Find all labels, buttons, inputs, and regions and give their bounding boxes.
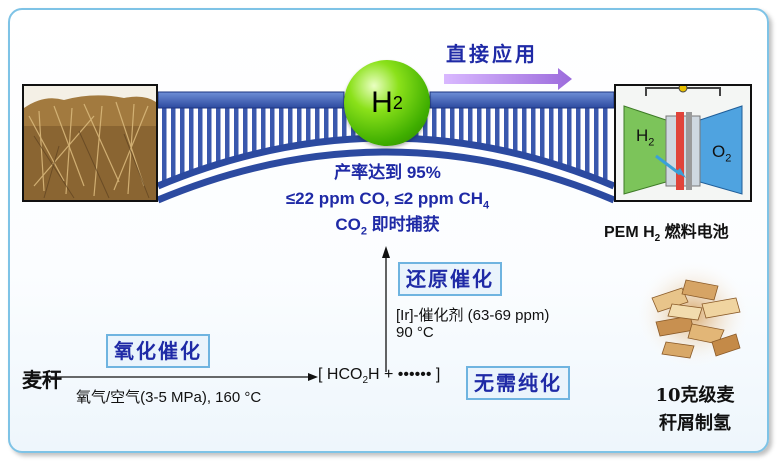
co2-capture-text: CO2 即时捕获 xyxy=(335,215,440,238)
bridge-slat xyxy=(243,106,248,186)
fuel-cell-label: PEM H2 燃料电池 xyxy=(604,224,729,245)
yield-text: 产率达到 95% xyxy=(334,163,441,182)
direct-use-label: 直接应用 xyxy=(446,42,538,66)
scale-text: 10克级麦 秆屑制氢 xyxy=(655,385,735,434)
bridge-slat xyxy=(504,106,509,186)
wood-chips-photo xyxy=(635,260,751,368)
reduction-catalysis-box: 还原催化 xyxy=(398,262,502,296)
bridge-slat xyxy=(261,106,266,186)
bridge-slat xyxy=(585,106,590,186)
fuel-cell-photo xyxy=(614,84,752,202)
bridge-slat xyxy=(540,106,545,186)
bridge-slat xyxy=(189,106,194,186)
bridge-slat xyxy=(549,106,554,186)
bridge-slat xyxy=(513,106,518,186)
bridge-slat xyxy=(270,106,275,186)
bridge-slat xyxy=(234,106,239,186)
bridge-slat xyxy=(594,106,599,186)
bridge-slat xyxy=(252,106,257,186)
intermediate-formic-acid: [ HCO2H + •••••• ] xyxy=(318,366,441,387)
fuel-cell-o2-label: O2 xyxy=(712,142,732,165)
bridge-slat xyxy=(180,106,185,186)
fuel-cell-h2-label: H2 xyxy=(636,126,655,149)
bridge-slat xyxy=(558,106,563,186)
bridge-slat xyxy=(207,106,212,186)
wheat-straw-label: 麦秆 xyxy=(22,368,62,392)
bridge-slat xyxy=(216,106,221,186)
no-purification-box: 无需纯化 xyxy=(466,366,570,400)
bridge-slat xyxy=(198,106,203,186)
reduction-temperature-text: 90 °C xyxy=(396,324,434,341)
bridge-slat xyxy=(225,106,230,186)
oxidation-conditions: 氧气/空气(3-5 MPa), 160 °C xyxy=(76,389,262,406)
bridge-slat xyxy=(162,106,167,186)
bridge-slat xyxy=(576,106,581,186)
bridge-slat xyxy=(531,106,536,186)
bridge-slat xyxy=(603,106,608,186)
impurity-text: ≤22 ppm CO, ≤2 ppm CH4 xyxy=(285,189,490,212)
bridge-slat xyxy=(567,106,572,186)
bridge-slat xyxy=(522,106,527,186)
wheat-straw-photo xyxy=(22,84,158,202)
bridge-slat xyxy=(171,106,176,186)
oxidation-catalysis-box: 氧化催化 xyxy=(106,334,210,368)
reduction-catalyst-text: [Ir]-催化剂 (63-69 ppm) xyxy=(396,307,550,324)
direct-use-arrow xyxy=(444,68,572,90)
